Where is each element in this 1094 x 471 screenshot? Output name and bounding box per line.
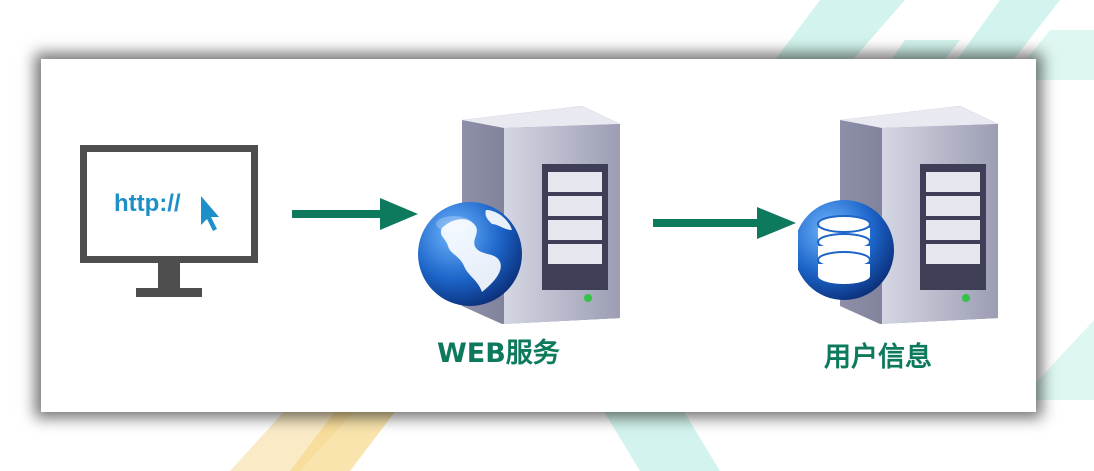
arrow-right-icon — [653, 205, 796, 241]
server-with-database-icon — [794, 106, 1010, 328]
user-info-label: 用户信息 — [824, 342, 932, 373]
url-text: http:// — [114, 190, 181, 217]
server-with-globe-icon — [412, 106, 634, 328]
database-icon — [817, 215, 871, 284]
arrow-right-icon — [292, 196, 418, 232]
web-service-label: WEB服务 — [437, 338, 560, 369]
computer-monitor-icon: http:// — [80, 145, 260, 310]
cursor-icon — [201, 196, 219, 231]
